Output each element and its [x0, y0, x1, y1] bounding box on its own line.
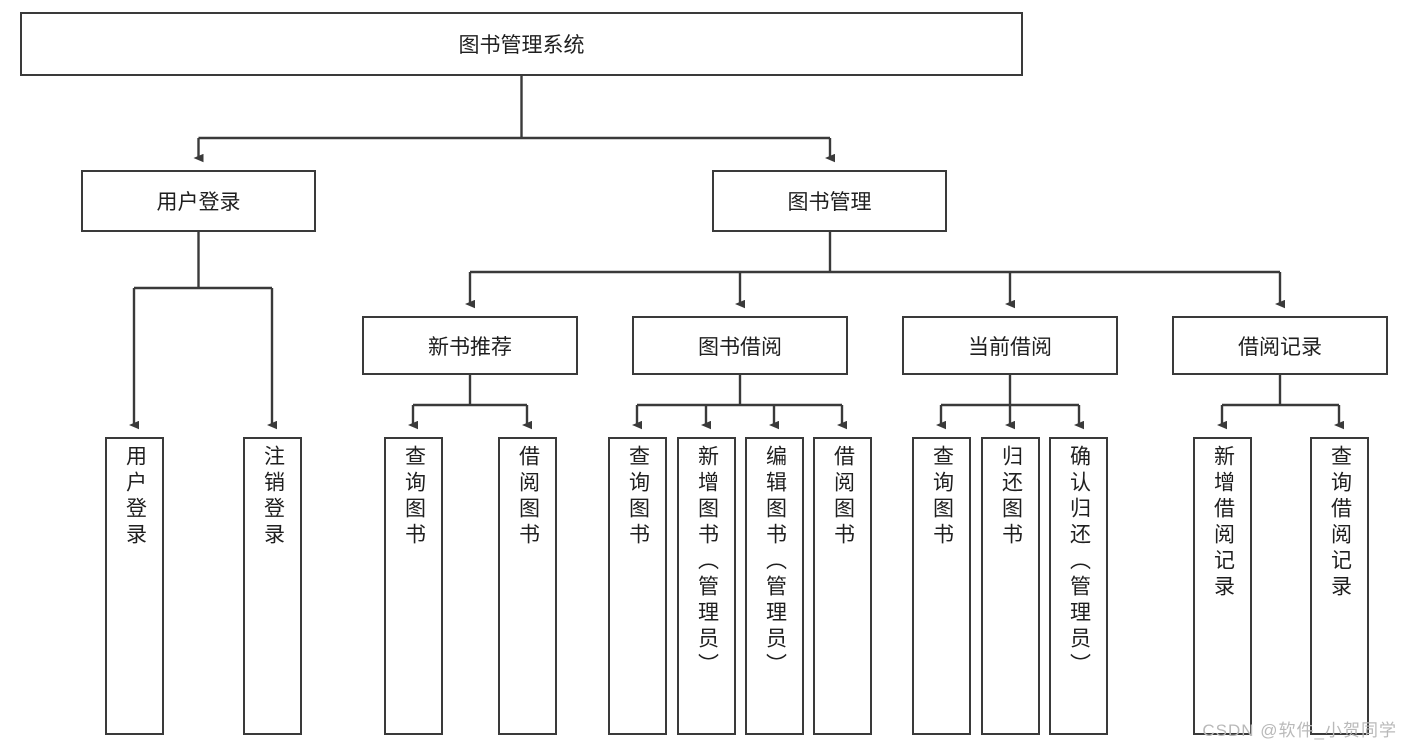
leaf-label: 查询图书: [626, 445, 650, 549]
node-leaf-query-book-2[interactable]: 查询图书: [608, 437, 667, 735]
node-leaf-user-login[interactable]: 用户登录: [105, 437, 164, 735]
leaf-label: 注销登录: [261, 445, 285, 549]
node-root-label: 图书管理系统: [458, 34, 585, 57]
leaf-label: 编辑图书（管理员）: [763, 445, 787, 679]
node-new-book-rec-label: 新书推荐: [428, 335, 512, 359]
leaf-label: 查询图书: [930, 445, 954, 549]
node-new-book-rec[interactable]: 新书推荐: [362, 316, 578, 375]
node-leaf-add-record[interactable]: 新增借阅记录: [1193, 437, 1252, 735]
node-user-login[interactable]: 用户登录: [81, 170, 316, 232]
node-book-manage[interactable]: 图书管理: [712, 170, 947, 232]
node-book-borrow-label: 图书借阅: [698, 335, 782, 359]
leaf-label: 新增借阅记录: [1211, 445, 1235, 601]
leaf-label: 确认归还（管理员）: [1067, 445, 1091, 679]
node-leaf-add-book[interactable]: 新增图书（管理员）: [677, 437, 736, 735]
node-current-borrow-label: 当前借阅: [968, 335, 1052, 359]
leaf-label: 借阅图书: [516, 445, 540, 549]
leaf-label: 查询借阅记录: [1328, 445, 1352, 601]
node-leaf-borrow-book-2[interactable]: 借阅图书: [813, 437, 872, 735]
node-user-login-label: 用户登录: [156, 191, 241, 214]
leaf-label: 查询图书: [402, 445, 426, 549]
node-leaf-return-book[interactable]: 归还图书: [981, 437, 1040, 735]
node-leaf-query-book-3[interactable]: 查询图书: [912, 437, 971, 735]
node-leaf-logout-login[interactable]: 注销登录: [243, 437, 302, 735]
node-book-manage-label: 图书管理: [787, 191, 872, 214]
node-leaf-query-book-1[interactable]: 查询图书: [384, 437, 443, 735]
node-borrow-record-label: 借阅记录: [1238, 335, 1322, 359]
node-borrow-record[interactable]: 借阅记录: [1172, 316, 1388, 375]
leaf-label: 新增图书（管理员）: [695, 445, 719, 679]
node-current-borrow[interactable]: 当前借阅: [902, 316, 1118, 375]
leaf-label: 用户登录: [123, 445, 147, 549]
node-root[interactable]: 图书管理系统: [20, 12, 1023, 76]
node-leaf-confirm-return[interactable]: 确认归还（管理员）: [1049, 437, 1108, 735]
node-leaf-borrow-book-1[interactable]: 借阅图书: [498, 437, 557, 735]
leaf-label: 归还图书: [999, 445, 1023, 549]
node-leaf-query-record[interactable]: 查询借阅记录: [1310, 437, 1369, 735]
node-book-borrow[interactable]: 图书借阅: [632, 316, 848, 375]
node-leaf-edit-book[interactable]: 编辑图书（管理员）: [745, 437, 804, 735]
leaf-label: 借阅图书: [831, 445, 855, 549]
